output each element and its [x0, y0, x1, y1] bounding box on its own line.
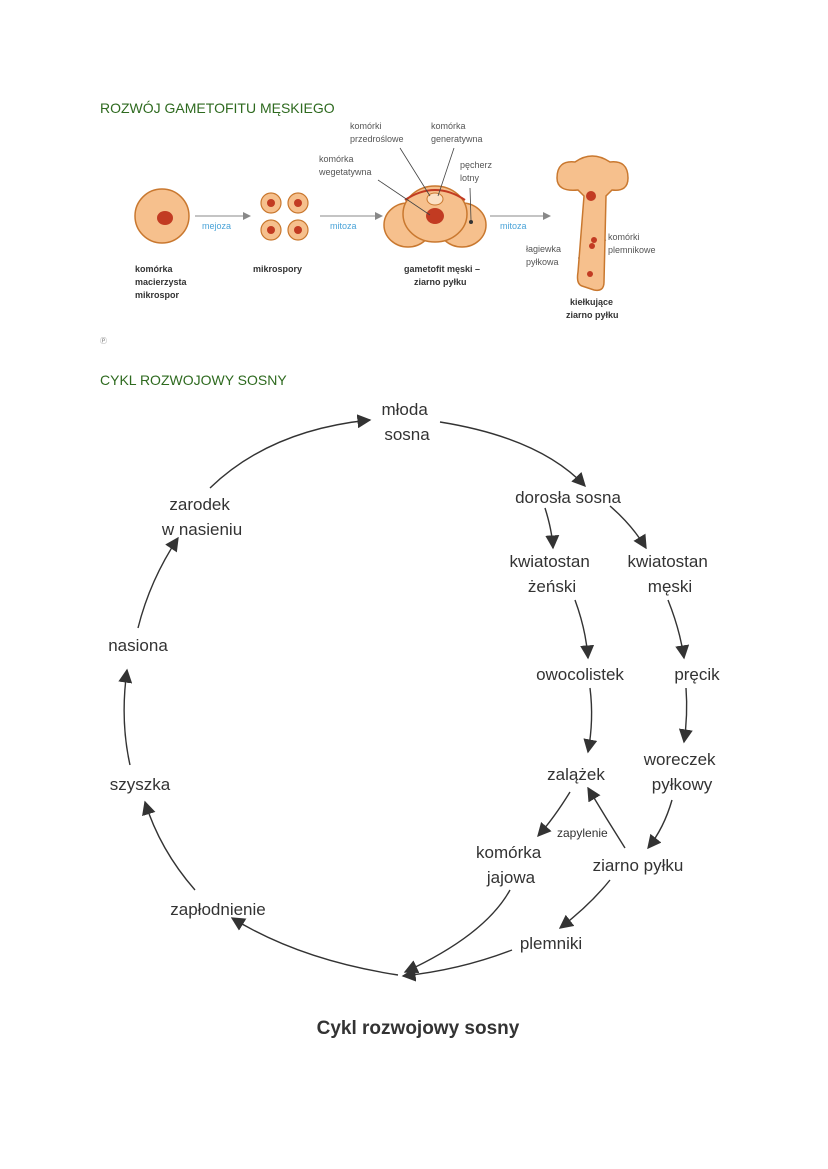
label-komorka-wegetatywna: komórka wegetatywna	[318, 154, 372, 177]
label-zapylenie: zapylenie	[557, 826, 608, 840]
node-zarodek: zarodek w nasieniu	[161, 495, 242, 539]
pollen-grain-icon	[383, 185, 487, 248]
label-komorka-macierzysta: komórka macierzysta mikrospor	[135, 264, 189, 300]
pine-cycle-diagram: młoda sosna dorosła sosna kwiatostan żeń…	[108, 400, 721, 1039]
label-komorki-plemnikowe: komórki plemnikowe	[608, 232, 656, 255]
cycle-arrows	[118, 414, 693, 982]
label-komorka-generatywna: komórka generatywna	[431, 121, 483, 144]
label-kielkujace: kiełkujące ziarno pyłku	[566, 297, 619, 320]
node-ziarno-pylku: ziarno pyłku	[593, 856, 684, 875]
node-zaplodnienie: zapłodnienie	[170, 900, 265, 919]
node-nasiona: nasiona	[108, 636, 168, 655]
section2-title: CYKL ROZWOJOWY SOSNY	[100, 372, 287, 388]
meiosis-label: mejoza	[202, 221, 231, 231]
microspores-icon	[260, 192, 309, 241]
germinating-pollen-icon	[556, 155, 629, 292]
node-mloda-sosna: młoda sosna	[381, 400, 432, 444]
node-kwiatostan-zenski: kwiatostan żeński	[509, 552, 594, 596]
node-precik: pręcik	[674, 665, 720, 684]
label-pecherz-lotny: pęcherz lotny	[460, 160, 495, 183]
gametophyte-diagram: mejoza mitoza komórki przedroślowe ko	[134, 121, 656, 320]
section1-title: ROZWÓJ GAMETOFITU MĘSKIEGO	[100, 100, 335, 116]
node-szyszka: szyszka	[110, 775, 171, 794]
node-owocolistek: owocolistek	[536, 665, 624, 684]
node-kwiatostan-meski: kwiatostan męski	[627, 552, 712, 596]
label-lagiewka-pylkowa: łagiewka pyłkowa	[526, 244, 564, 267]
mother-cell-icon	[134, 188, 190, 244]
label-komorki-przedroslowe: komórki przedroślowe	[350, 121, 404, 144]
node-komorka-jajowa: komórka jajowa	[476, 843, 546, 887]
node-dorosla-sosna: dorosła sosna	[515, 488, 621, 507]
cycle-caption: Cykl rozwojowy sosny	[317, 1018, 520, 1039]
node-plemniki: plemniki	[520, 934, 582, 953]
node-zalazek: zalążek	[547, 765, 605, 784]
node-woreczek-pylkowy: woreczek pyłkowy	[643, 750, 721, 794]
label-gametofit: gametofit męski – ziarno pyłku	[404, 264, 483, 287]
mitosis-label-2: mitoza	[500, 221, 527, 231]
mitosis-label-1: mitoza	[330, 221, 357, 231]
label-mikrospory: mikrospory	[253, 264, 302, 274]
note-mark: Ⓟ	[100, 338, 107, 345]
